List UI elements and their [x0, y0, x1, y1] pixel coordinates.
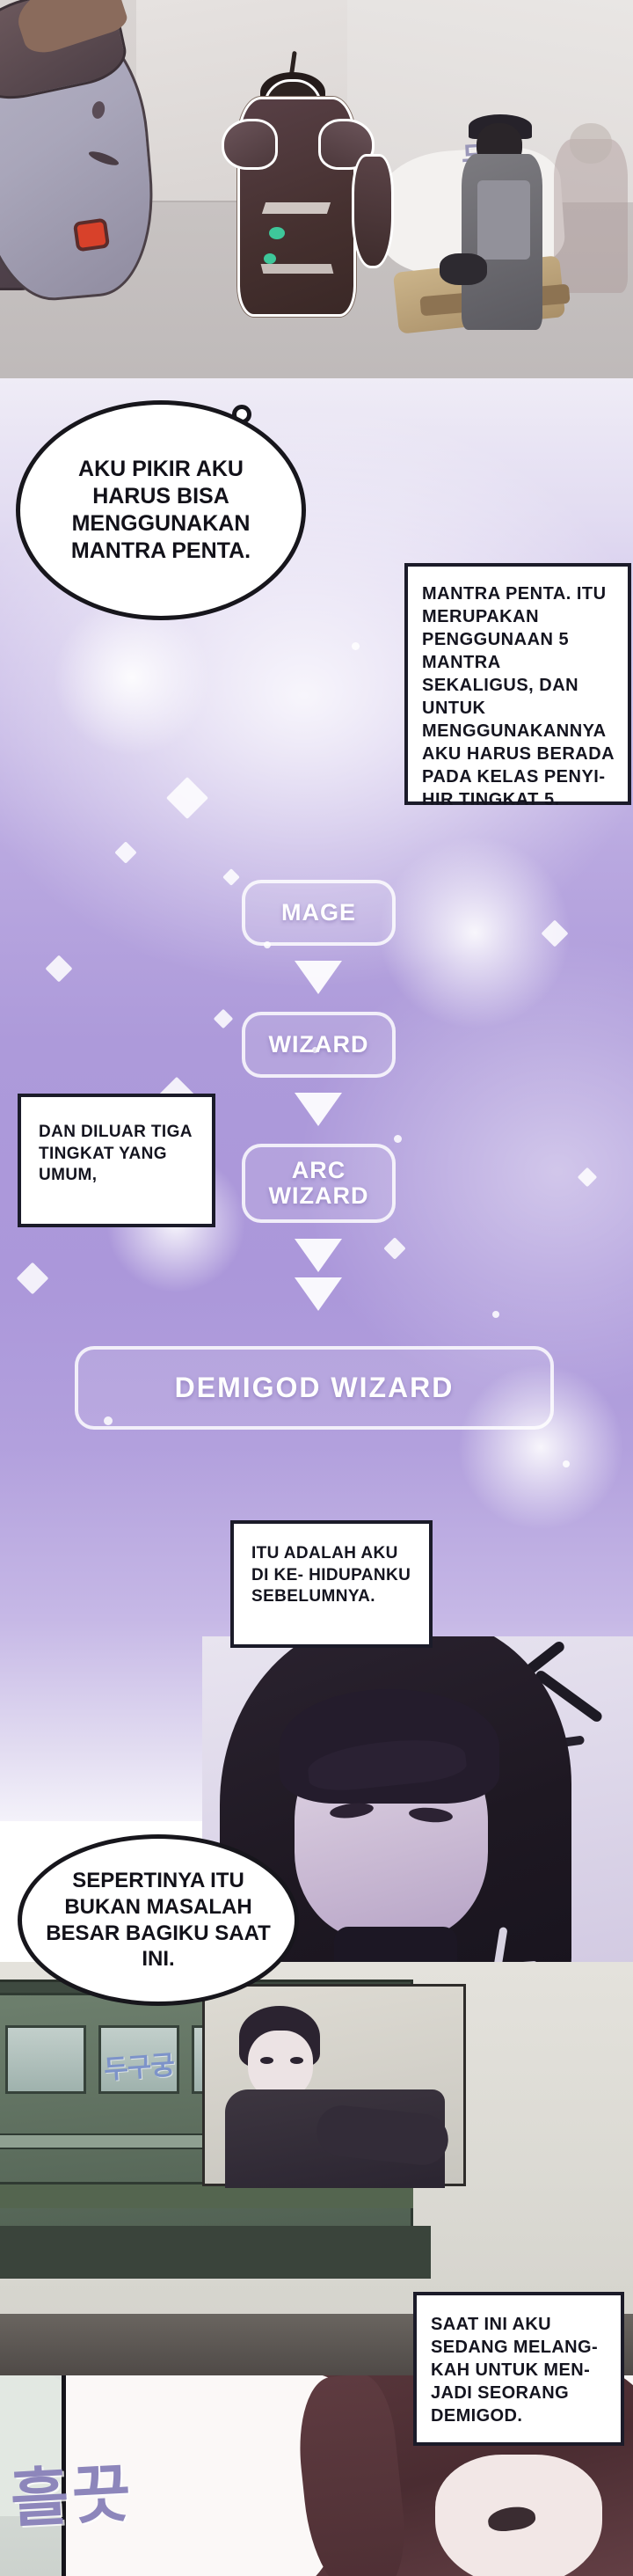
rank-node-arc-wizard: ARC WIZARD [242, 1144, 396, 1223]
sfx-text-panel4: 두구궁 [103, 2051, 176, 2085]
armor-green-gem-2 [264, 253, 276, 264]
sparkle-dot [352, 642, 360, 650]
caption-box-mantra-penta: MANTRA PENTA. ITU MERUPAKAN PENGGUNAAN 5… [404, 563, 631, 809]
glow-orb [457, 1364, 624, 1531]
caption-text-mantra-penta: MANTRA PENTA. ITU MERUPAKAN PENGGUNAAN 5… [422, 584, 615, 809]
flow-arrow-1 [295, 961, 342, 994]
flow-arrow-3a [295, 1239, 342, 1272]
speech-bubble-sepertinya: SEPERTINYA ITU BUKAN MASALAH BESAR BAGIK… [18, 1834, 299, 2006]
rank-label-mage: MAGE [281, 898, 356, 926]
flow-arrow-3b [295, 1277, 342, 1311]
dark-armor-stripe [261, 202, 331, 214]
dark-armor-stripe-2 [260, 264, 334, 274]
flow-arrow-2 [295, 1093, 342, 1126]
bubble-text-sepertinya: SEPERTINYA ITU BUKAN MASALAH BESAR BAGIK… [46, 1869, 271, 1972]
sparkle-dot [563, 1460, 570, 1467]
panel-armored-knights: 두 두 [0, 0, 633, 413]
armor-green-gem [269, 227, 285, 239]
rank-node-wizard: WIZARD [242, 1012, 396, 1078]
caption-text-itu-adalah: ITU ADALAH AKU DI KE- HIDUPANKU SEBELUMN… [251, 1544, 411, 1606]
boy-face [248, 2031, 313, 2099]
sparkle-dot [492, 1311, 499, 1318]
rank-node-demigod-wizard: DEMIGOD WIZARD [75, 1346, 554, 1430]
sfx-text-panel5: 흘끗 [8, 2458, 136, 2536]
background-ghost-head [570, 123, 612, 164]
caption-box-dan-diluar: DAN DILUAR TIGA TINGKAT YANG UMUM, [18, 1094, 215, 1227]
bubble-text-aku-pikir: AKU PIKIR AKU HARUS BISA MENGGUNAKAN MAN… [70, 457, 251, 563]
boy-eye-left [260, 2057, 273, 2064]
sparkle-dot [312, 1047, 318, 1053]
caption-text-dan-diluar: DAN DILUAR TIGA TINGKAT YANG UMUM, [39, 1123, 193, 1185]
rank-label-demigod-wizard: DEMIGOD WIZARD [174, 1372, 455, 1404]
background-ghost-figure [554, 139, 628, 293]
rank-node-mage: MAGE [242, 880, 396, 946]
carriage-undercarriage [0, 2226, 431, 2279]
speech-bubble-aku-pikir: AKU PIKIR AKU HARUS BISA MENGGUNAKAN MAN… [16, 400, 306, 620]
soldier-glove [440, 253, 487, 285]
rank-label-arc-wizard: ARC WIZARD [268, 1156, 369, 1209]
caption-box-itu-adalah: ITU ADALAH AKU DI KE- HIDUPANKU SEBELUMN… [230, 1520, 433, 1648]
rank-label-wizard: WIZARD [268, 1030, 369, 1057]
dark-armor-arm-right [352, 154, 394, 268]
red-chest-gem [72, 217, 111, 252]
boy-eye-right [290, 2057, 303, 2064]
caption-text-saat-ini-aku: SAAT INI AKU SEDANG MELANG- KAH UNTUK ME… [431, 2315, 599, 2426]
glow-orb [53, 598, 211, 757]
carriage-window [98, 2025, 179, 2094]
sparkle-dot [104, 1416, 113, 1425]
dark-armor-shoulder-left [222, 119, 278, 170]
carriage-window [5, 2025, 86, 2094]
wizard-rank-flowchart: MAGE WIZARD ARC WIZARD DEMIGOD WIZARD [0, 378, 633, 1821]
caption-box-saat-ini-aku: SAAT INI AKU SEDANG MELANG- KAH UNTUK ME… [413, 2292, 624, 2446]
sparkle-dot [394, 1135, 402, 1143]
soldier-vest [477, 180, 530, 260]
glow-orb [378, 836, 571, 1029]
